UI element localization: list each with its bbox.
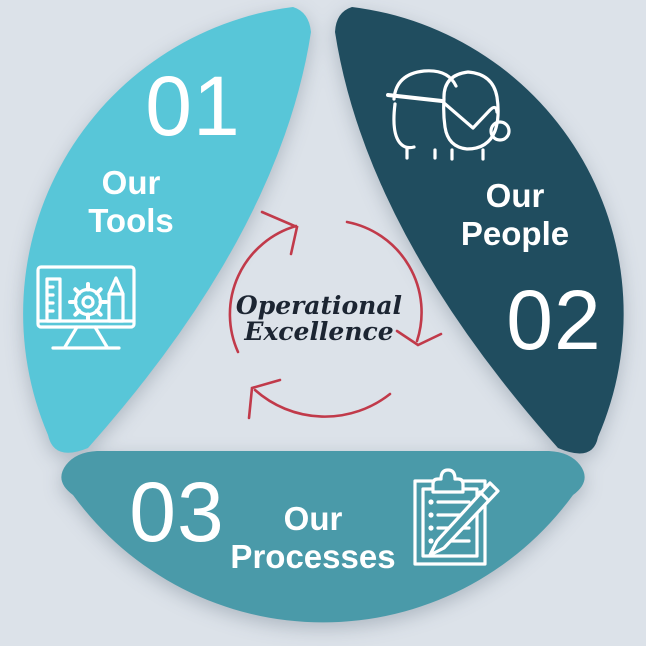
segment-people-number: 02 [506,273,602,367]
segment-tools-label-line2: Tools [88,202,174,239]
clipboard-checklist-pen-icon [413,468,500,566]
list-lines [436,500,471,543]
hair-bun [489,120,511,142]
cap-brim [386,93,444,103]
person-left-body [405,146,437,160]
list-bullet [428,499,434,505]
arrowhead-right [395,329,443,347]
arrowhead-left [247,378,282,420]
segment-people-label-line2: People [460,215,570,252]
segment-tools-shape [23,7,311,453]
segment-people-label-line1: Our [485,177,545,214]
segment-tools-label: Our Tools [88,164,174,240]
segment-processes-label-line2: Processes [230,538,396,575]
clockwise-cycle-arrows-icon [228,210,443,420]
segment-processes-label: Our Processes [230,500,395,576]
cycle-arc-right [345,220,423,343]
clipboard-clip [431,468,465,494]
segment-processes-shape [61,451,585,623]
cycle-arc-left [228,224,298,354]
center-title-line1: Operational [235,291,403,320]
list-bullet [428,525,434,531]
list-bullet [428,512,434,518]
cycle-arc-bottom [253,388,392,418]
pen-cap-line [478,490,490,502]
two-people-icon [386,69,511,161]
segment-people-label: Our People [461,177,569,253]
list-bullet [428,538,434,544]
segment-tools-label-line1: Our [101,164,161,201]
pen-glyph [428,481,500,557]
center-title-line2: Excellence [244,317,394,346]
person-right-hair [442,101,499,130]
segment-people-shape [335,7,624,454]
monitor-frame [36,265,136,329]
design-tools-monitor-icon [36,265,136,350]
arrowhead-top [260,210,299,256]
gear-teeth [68,282,108,322]
ruler-glyph [45,277,62,323]
segment-processes-number: 03 [129,465,225,559]
ruler-ticks [45,285,55,313]
gear-center [81,295,95,309]
segment-shapes [23,7,624,623]
person-left-face [392,102,416,150]
person-right-body [450,148,485,161]
segment-tools-number: 01 [145,59,241,153]
center-title: Operational Excellence [236,293,402,345]
segment-processes-label-line1: Our [283,500,343,537]
pencil-glyph [107,276,125,323]
person-right-head [442,70,500,151]
monitor-stand [51,325,121,350]
